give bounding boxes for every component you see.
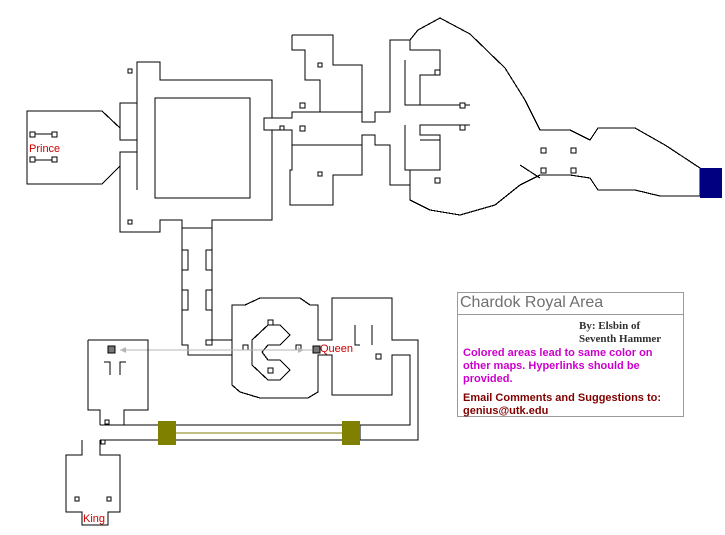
author-line-1: By: Elsbin of [579, 320, 641, 332]
east-exit [700, 168, 722, 198]
queen-label[interactable]: Queen [320, 343, 353, 355]
info-box: Chardok Royal Area By: Elsbin of Seventh… [457, 292, 684, 417]
king-upper-room [87, 339, 149, 425]
contact-line-1: Email Comments and Suggestions to: [463, 392, 662, 404]
lower-corridor [100, 424, 342, 441]
king-chamber [65, 439, 121, 526]
central-corridor [272, 34, 470, 206]
east-cavern [404, 17, 701, 216]
author-credit: By: Elsbin of Seventh Hammer [579, 320, 679, 346]
color-note: Colored areas lead to same color on othe… [463, 347, 653, 385]
prince-label[interactable]: Prince [29, 143, 60, 155]
gold-exit-east [342, 421, 360, 445]
title-separator [458, 314, 683, 315]
south-corridor [181, 228, 232, 356]
contact-info: Email Comments and Suggestions to: geniu… [463, 392, 683, 418]
map-title: Chardok Royal Area [460, 294, 604, 311]
queen-chamber [231, 297, 419, 441]
contact-email[interactable]: genius@utk.edu [463, 405, 549, 417]
author-line-2: Seventh Hammer [579, 333, 662, 345]
gold-exit-west [158, 421, 176, 445]
king-label[interactable]: King [83, 513, 105, 525]
west-wing [119, 61, 273, 233]
